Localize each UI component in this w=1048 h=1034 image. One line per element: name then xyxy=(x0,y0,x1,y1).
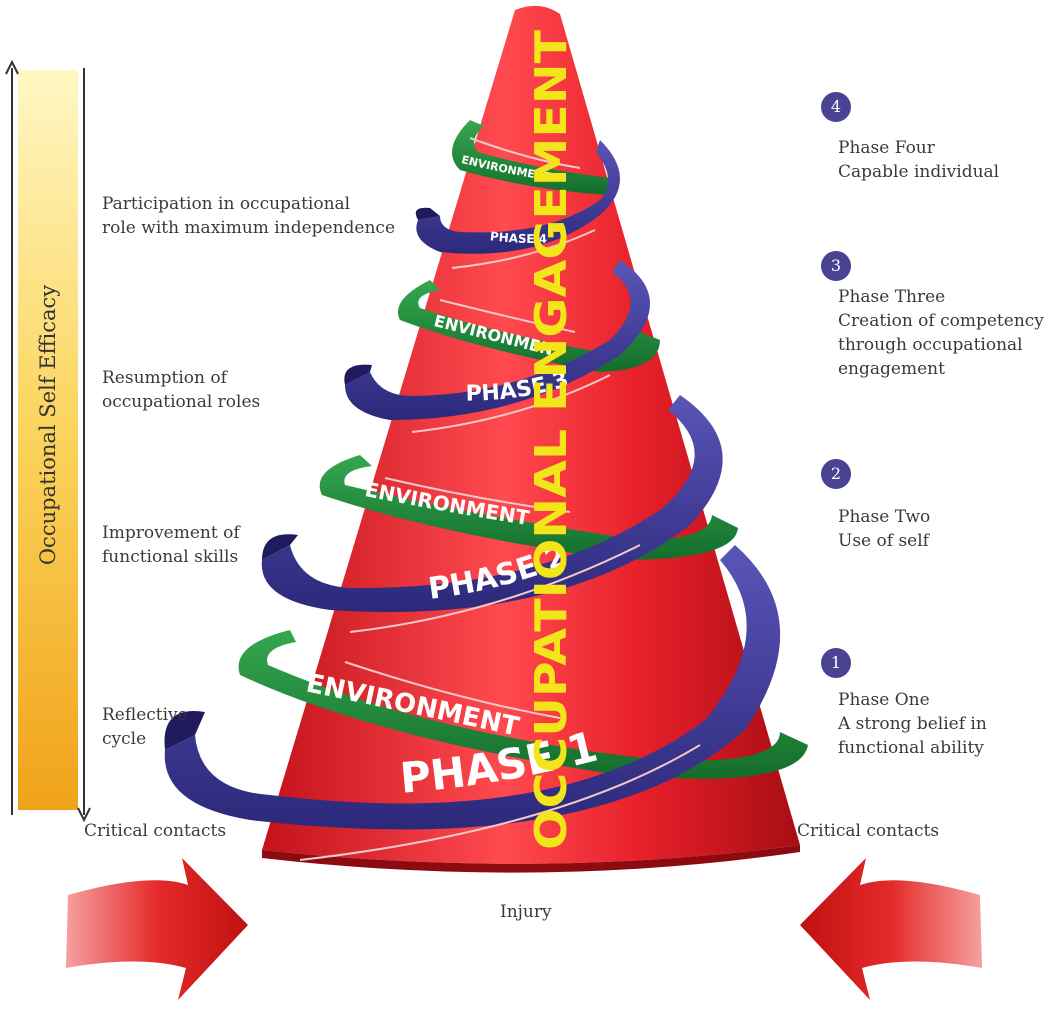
phase-three-badge: 3 xyxy=(821,251,851,281)
occupational-engagement-label: OCCUPATIONAL ENGAGEMENT xyxy=(526,30,577,850)
phase-four-badge: 4 xyxy=(821,92,851,122)
environment-band-3 xyxy=(398,280,660,372)
phase-title: Phase Four xyxy=(838,138,935,158)
phase-one-text: Phase One A strong belief in functional … xyxy=(838,688,987,760)
phase-band-3 xyxy=(345,260,650,420)
efficacy-arrow-up-icon xyxy=(5,59,19,75)
cone-base-shadow xyxy=(262,845,800,873)
left-label-improvement: Improvement of functional skills xyxy=(102,521,240,569)
cone-body xyxy=(262,5,800,864)
phase-line: functional ability xyxy=(838,738,984,758)
efficacy-bar xyxy=(18,70,78,810)
environment-band-1 xyxy=(238,630,809,779)
phase-four-text: Phase Four Capable individual xyxy=(838,136,999,184)
phase-line: through occupational xyxy=(838,335,1023,355)
phase-line: Creation of competency xyxy=(838,311,1044,331)
left-label-reflective: Reflective cycle xyxy=(102,703,188,751)
environment-band-4 xyxy=(452,120,612,195)
left-label-line: cycle xyxy=(102,729,147,749)
phase-band-3-loop xyxy=(344,364,372,385)
phase-title: Phase Two xyxy=(838,507,931,527)
critical-contact-arrow-left-icon xyxy=(66,858,248,1000)
phase-one-badge: 1 xyxy=(821,648,851,678)
phase-band-1 xyxy=(164,545,781,830)
left-label-line: Resumption of xyxy=(102,368,227,388)
phase-band-4 xyxy=(416,140,620,254)
left-label-line: Participation in occupational xyxy=(102,194,351,214)
phase-band-1-loop xyxy=(164,711,205,750)
injury-label: Injury xyxy=(500,902,552,922)
phase-two-text: Phase Two Use of self xyxy=(838,505,930,553)
left-label-participation: Participation in occupational role with … xyxy=(102,192,395,240)
left-label-line: occupational roles xyxy=(102,392,261,412)
efficacy-axis-label: Occupational Self Efficacy xyxy=(36,284,60,566)
phase-band-2-loop xyxy=(262,534,298,560)
critical-contacts-left-label: Critical contacts xyxy=(84,821,227,841)
phase-band-4-loop xyxy=(415,207,440,220)
phase-title: Phase Three xyxy=(838,287,946,307)
phase-band-2 xyxy=(261,395,723,612)
environment-band-2 xyxy=(319,455,738,560)
critical-contact-arrow-right-icon xyxy=(800,858,982,1000)
band-arrows xyxy=(299,137,701,861)
phase-line: engagement xyxy=(838,359,945,379)
left-label-resumption: Resumption of occupational roles xyxy=(102,366,260,414)
phase-title: Phase One xyxy=(838,690,930,710)
phase-band-4-label: PHASE 4 xyxy=(489,229,547,246)
phase-line: A strong belief in xyxy=(838,714,987,734)
left-label-line: Improvement of xyxy=(102,523,240,543)
phase-line: Capable individual xyxy=(838,162,1000,182)
left-label-line: functional skills xyxy=(102,547,239,567)
phase-two-badge: 2 xyxy=(821,459,851,489)
phase-line: Use of self xyxy=(838,531,929,551)
efficacy-arrow-down-icon xyxy=(77,807,91,823)
critical-contacts-right-label: Critical contacts xyxy=(797,821,940,841)
left-label-line: role with maximum independence xyxy=(102,218,396,238)
phase-three-text: Phase Three Creation of competency throu… xyxy=(838,285,1044,381)
left-label-line: Reflective xyxy=(102,705,188,725)
